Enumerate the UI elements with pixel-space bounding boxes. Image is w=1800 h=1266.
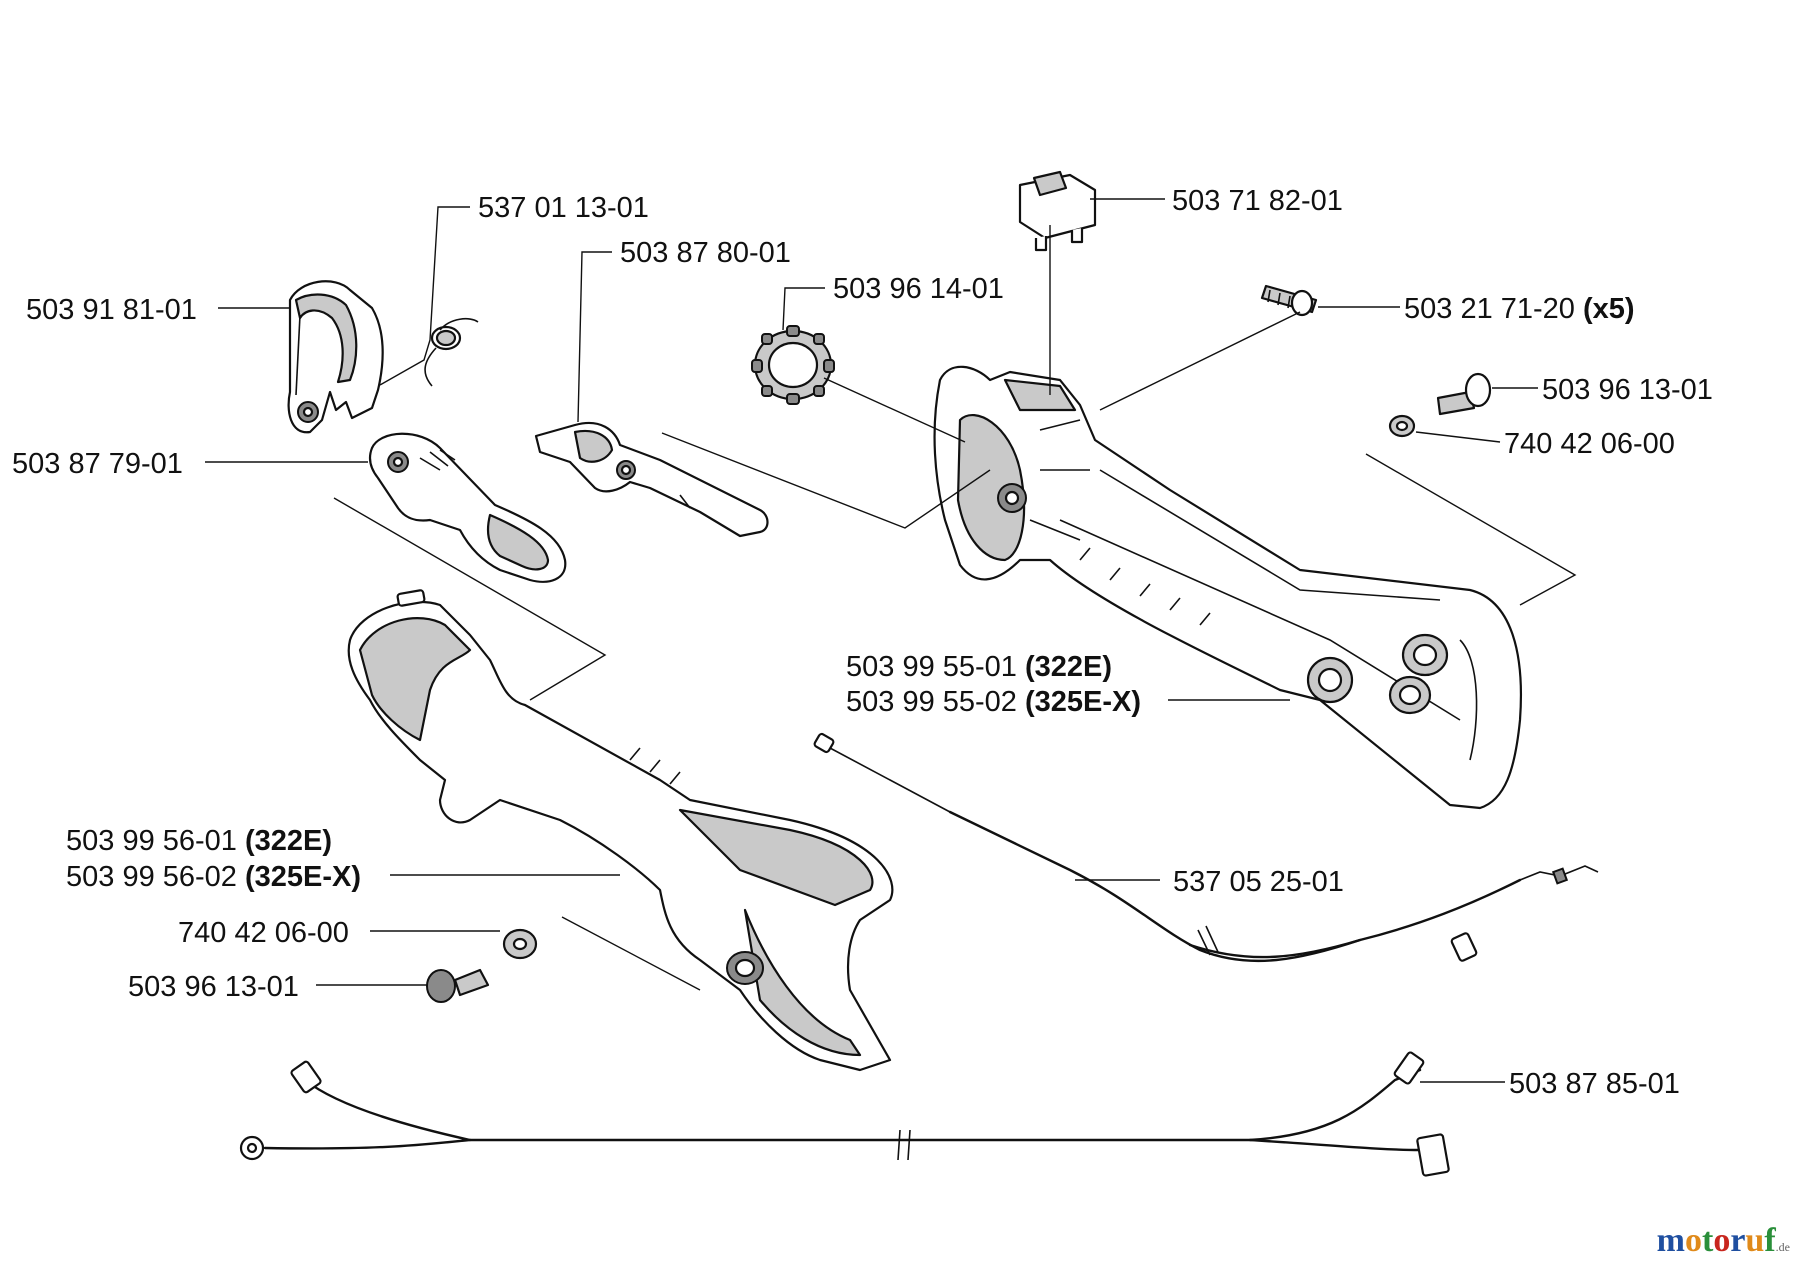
label-503-91-81-01: 503 91 81-01 xyxy=(26,294,197,326)
watermark-letter: o xyxy=(1685,1222,1702,1259)
label-503-99-55-01: 503 99 55-01 (322E) xyxy=(846,651,1112,683)
screw-part xyxy=(1260,284,1318,317)
grommet-part xyxy=(751,325,835,405)
label-740-42-06-00-left: 740 42 06-00 xyxy=(178,917,349,949)
spring-part xyxy=(424,317,479,387)
label-537-05-25-01: 537 05 25-01 xyxy=(1173,866,1344,898)
label-503-71-82-01: 503 71 82-01 xyxy=(1172,185,1343,217)
label-537-01-13-01: 537 01 13-01 xyxy=(478,192,649,224)
label-503-99-55-02: 503 99 55-02 (325E-X) xyxy=(846,686,1141,718)
label-503-99-56-01: 503 99 56-01 (322E) xyxy=(66,825,332,857)
label-503-96-14-01: 503 96 14-01 xyxy=(833,273,1004,305)
label-503-87-79-01: 503 87 79-01 xyxy=(12,448,183,480)
wire-harness xyxy=(239,1051,1450,1177)
watermark-logo: motoruf.de xyxy=(1656,1222,1790,1259)
label-503-99-56-02: 503 99 56-02 (325E-X) xyxy=(66,861,361,893)
handle-half-left xyxy=(347,589,894,1072)
switch-part xyxy=(1018,170,1097,252)
watermark-letter: r xyxy=(1730,1222,1746,1259)
label-503-21-71-20: 503 21 71-20 (x5) xyxy=(1404,293,1635,325)
trigger-part xyxy=(368,432,567,583)
label-503-87-85-01: 503 87 85-01 xyxy=(1509,1068,1680,1100)
label-503-87-80-01: 503 87 80-01 xyxy=(620,237,791,269)
bolt-washer-left xyxy=(426,928,538,1003)
label-503-96-13-01-left: 503 96 13-01 xyxy=(128,971,299,1003)
watermark-letter: o xyxy=(1713,1222,1731,1259)
bolt-washer-right xyxy=(1388,372,1492,438)
label-740-42-06-00-right: 740 42 06-00 xyxy=(1504,428,1675,460)
watermark-letter: m xyxy=(1656,1222,1685,1259)
watermark-letter: t xyxy=(1702,1222,1714,1259)
watermark-letter: f xyxy=(1764,1222,1776,1259)
throttle-cable xyxy=(813,732,1599,963)
part-labels: 537 01 13-01 503 87 80-01 503 96 14-01 5… xyxy=(12,185,1713,1100)
watermark-letter: u xyxy=(1745,1222,1765,1259)
label-503-96-13-01-right: 503 96 13-01 xyxy=(1542,374,1713,406)
leader-lines xyxy=(205,198,1577,1083)
bracket-part xyxy=(287,280,384,434)
handle-half-right xyxy=(933,365,1522,810)
lever-part xyxy=(534,421,769,538)
